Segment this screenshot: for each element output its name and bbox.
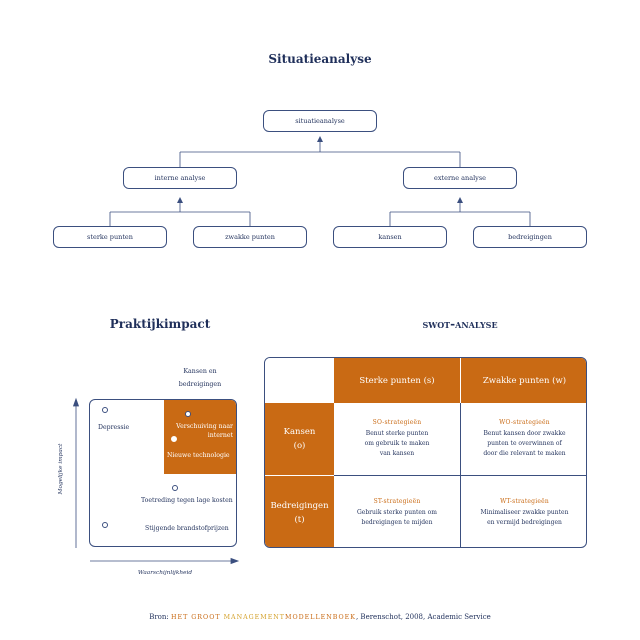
footer-book-w3: modellen bbox=[285, 614, 333, 621]
footer-book-w2: management bbox=[223, 614, 286, 621]
toetreding-marker bbox=[172, 485, 178, 491]
tree-node-externe-analyse: externe analyse bbox=[403, 167, 517, 189]
swot-row-kansen: Kansen (o) bbox=[265, 403, 334, 476]
st-line1: Gebruik sterke punten om bbox=[357, 508, 437, 516]
swot-col-sterke: Sterke punten (s) bbox=[334, 358, 461, 403]
praktijkimpact-title: Praktijkimpact bbox=[109, 317, 211, 331]
so-line2: om gebruik te maken bbox=[364, 440, 430, 447]
wo-title: WO-strategieën bbox=[499, 419, 550, 426]
verschuiving-label-line2: internet bbox=[207, 432, 233, 439]
tree-node-sterke-punten: sterke punten bbox=[53, 226, 167, 248]
nieuwe-technologie-marker bbox=[171, 436, 177, 442]
source-footer: Bron: het groot managementmodellenboek, … bbox=[60, 613, 580, 621]
swot-corner bbox=[265, 358, 334, 403]
impact-grid bbox=[89, 399, 237, 547]
footer-book-w1: het groot bbox=[170, 614, 224, 621]
situatieanalyse-title: Situatieanalyse bbox=[268, 52, 372, 66]
stijgende-label: Stijgende brandstofprijzen bbox=[145, 525, 229, 532]
kansen-en-bedreigingen-label: Kansen en bedreigingen bbox=[160, 365, 240, 391]
swot-wt-cell: WT-strategieën Minimaliseer zwakke punte… bbox=[461, 476, 586, 547]
swot-row-kansen-code: (o) bbox=[293, 441, 306, 451]
depressie-marker bbox=[102, 407, 108, 413]
nieuwe-technologie-label: Nieuwe technologie bbox=[167, 452, 230, 459]
swot-col-zwakke: Zwakke punten (w) bbox=[461, 358, 586, 403]
so-line1: Benut sterke punten bbox=[365, 430, 429, 437]
swot-table: Sterke punten (s) Zwakke punten (w) Kans… bbox=[264, 357, 587, 548]
wo-line3: door die relevant te maken bbox=[483, 450, 566, 457]
wt-line2: en vermijd bedreigingen bbox=[487, 518, 562, 526]
footer-book-w4: boek bbox=[332, 614, 356, 621]
tree-node-interne-analyse: interne analyse bbox=[123, 167, 237, 189]
swot-wo-cell: WO-strategieën Benut kansen door zwakke … bbox=[461, 403, 586, 476]
bedreigingen-label: bedreigingen bbox=[178, 381, 222, 388]
verschuiving-label-line1: Verschuiving naar bbox=[176, 423, 233, 430]
swot-row-bedreigingen-label: Bedreigingen bbox=[270, 500, 329, 511]
footer-rest: , Berenschot, 2008, Academic Service bbox=[355, 613, 491, 621]
st-title: ST-strategieën bbox=[373, 497, 421, 505]
tree-node-zwakke-punten: zwakke punten bbox=[193, 226, 307, 248]
footer-bron: Bron: bbox=[149, 613, 171, 621]
verschuiving-marker bbox=[185, 411, 191, 417]
swot-title: swot-analyse bbox=[422, 317, 498, 331]
kansen-en-label: Kansen en bbox=[183, 368, 217, 375]
wo-line1: Benut kansen door zwakke bbox=[483, 430, 566, 437]
y-axis-label: Mogelijke impact bbox=[58, 443, 64, 495]
wo-line2: punten te overwinnen of bbox=[487, 440, 562, 447]
tree-node-kansen: kansen bbox=[333, 226, 447, 248]
wt-title: WT-strategieën bbox=[500, 497, 549, 505]
toetreding-label: Toetreding tegen lage kosten bbox=[141, 497, 233, 504]
st-line2: bedreigingen te mijden bbox=[361, 518, 433, 526]
swot-so-cell: SO-strategieën Benut sterke punten om ge… bbox=[334, 403, 461, 476]
swot-col-sterke-label: Sterke punten (s) bbox=[359, 375, 435, 386]
wt-line1: Minimaliseer zwakke punten bbox=[480, 508, 569, 516]
swot-row-kansen-label: Kansen bbox=[283, 427, 316, 437]
depressie-label: Depressie bbox=[98, 424, 130, 431]
x-axis-label: Waarschijnlijkheid bbox=[137, 570, 193, 576]
swot-col-zwakke-label: Zwakke punten (w) bbox=[482, 375, 567, 386]
verschuiving-label: Verschuiving naar internet bbox=[170, 422, 233, 440]
so-line3: van kansen bbox=[379, 450, 415, 457]
swot-row-bedreigingen: Bedreigingen (t) bbox=[265, 476, 334, 547]
stijgende-marker bbox=[102, 522, 108, 528]
swot-row-bedreigingen-code: (t) bbox=[294, 514, 305, 525]
so-title: SO-strategieën bbox=[372, 419, 422, 426]
tree-node-root: situatieanalyse bbox=[263, 110, 377, 132]
swot-st-cell: ST-strategieën Gebruik sterke punten om … bbox=[334, 476, 461, 547]
tree-node-bedreigingen: bedreigingen bbox=[473, 226, 587, 248]
